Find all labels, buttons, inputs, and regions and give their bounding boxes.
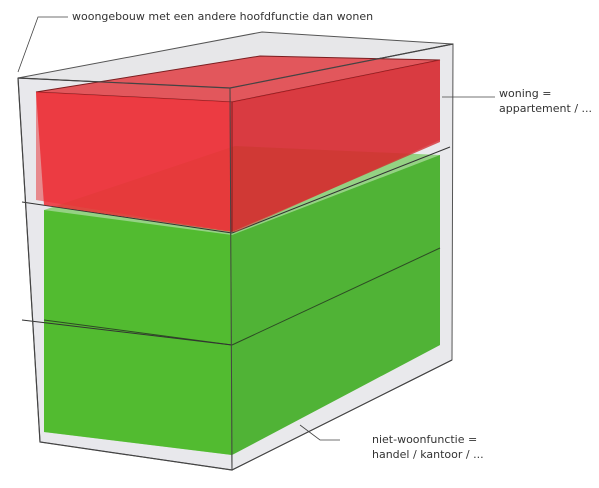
dwelling-label-line1: woning =	[499, 87, 552, 100]
green-right	[232, 155, 440, 455]
floor-separator-right	[231, 146, 451, 234]
dwelling-label-line2: appartement / ...	[499, 102, 593, 115]
floor-separator-lower	[21, 319, 233, 346]
nonresidential-leader	[299, 424, 340, 441]
shell-bottom-edge	[17, 77, 453, 471]
dwelling-volume	[35, 55, 441, 232]
floor-separator-front	[21, 201, 233, 234]
floor-line-right	[231, 247, 441, 346]
building-leader	[17, 16, 68, 73]
nonresidential-label-line1: niet-woonfunctie =	[372, 433, 478, 446]
building-label: woongebouw met een andere hoofdfunctie d…	[72, 10, 374, 23]
red-right	[232, 60, 440, 232]
nonresidential-volume	[43, 146, 441, 455]
shell-corner-edge	[229, 87, 233, 471]
red-front	[36, 92, 232, 232]
nonresidential-label-line2: handel / kantoor / ...	[372, 448, 484, 461]
